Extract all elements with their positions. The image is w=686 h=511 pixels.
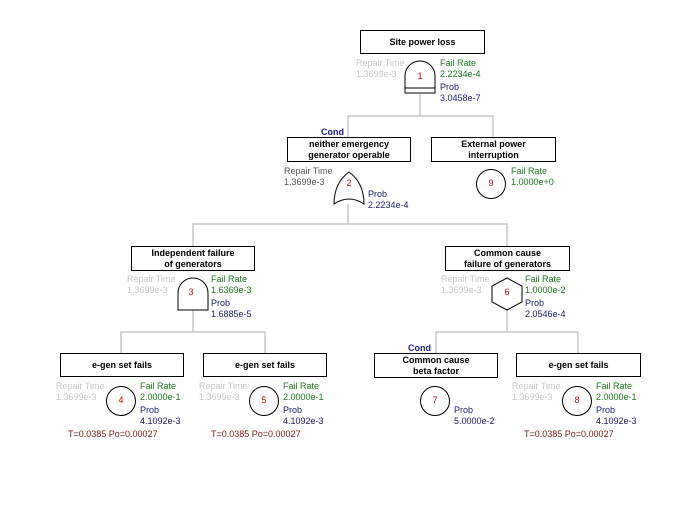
prob-value: 1.6885e-5 (211, 309, 252, 319)
event-title-line: Common cause (473, 247, 542, 258)
and-gate-icon[interactable] (402, 60, 438, 96)
prob-value: 4.1092e-3 (283, 416, 324, 426)
repair-time-label: Repair Time (284, 166, 333, 176)
event-id-number: 1 (417, 71, 423, 81)
fail-rate-label: Fail Rate (283, 381, 320, 391)
repair-time-value: 1.3699e-3 (56, 392, 97, 402)
repair-time-value: 1.3699e-3 (356, 69, 397, 79)
event-title-line: External power (461, 138, 526, 149)
repair-time-value: 1.3699e-3 (512, 392, 553, 402)
prob-label: Prob (596, 405, 616, 415)
prob-value: 2.0546e-4 (525, 309, 566, 319)
event-id-number: 4 (118, 395, 124, 405)
event-title-line: generator operable (308, 149, 390, 160)
event-box-external-power-interruption[interactable]: External power interruption (431, 137, 556, 162)
event-title-line: Independent failure (151, 247, 235, 258)
event-id-number: 9 (488, 178, 494, 188)
t-po-annotation: T=0.0385 Po=0.00027 (524, 429, 614, 439)
event-box-common-cause-failure[interactable]: Common cause failure of generators (445, 246, 570, 271)
prob-label: Prob (525, 298, 545, 308)
cond-label: Cond (321, 127, 344, 137)
fail-rate-label: Fail Rate (525, 274, 562, 284)
basic-event-circle-icon[interactable] (475, 168, 507, 200)
cond-label: Cond (408, 343, 431, 353)
event-box-e-gen-set-fails[interactable]: e-gen set fails (60, 353, 184, 377)
prob-label: Prob (440, 82, 460, 92)
event-title-line: Site power loss (389, 36, 456, 47)
basic-event-circle-icon[interactable] (248, 385, 280, 417)
event-title-line: e-gen set fails (548, 359, 609, 370)
event-title-line: Common cause (402, 354, 470, 365)
prob-value: 3.0458e-7 (440, 93, 481, 103)
repair-time-label: Repair Time (199, 381, 248, 391)
fail-rate-value: 2.2234e-4 (440, 69, 481, 79)
event-box-e-gen-set-fails[interactable]: e-gen set fails (516, 353, 641, 377)
event-title-line: interruption (468, 149, 519, 160)
event-title-line: e-gen set fails (91, 359, 153, 370)
repair-time-label: Repair Time (127, 274, 176, 284)
event-id-number: 8 (574, 395, 580, 405)
event-title-line: of generators (164, 258, 222, 269)
basic-event-circle-icon[interactable] (419, 385, 451, 417)
event-id-number: 5 (261, 395, 267, 405)
fail-rate-label: Fail Rate (596, 381, 633, 391)
repair-time-label: Repair Time (356, 58, 405, 68)
fail-rate-label: Fail Rate (211, 274, 248, 284)
fail-rate-label: Fail Rate (140, 381, 177, 391)
prob-label: Prob (454, 405, 474, 415)
or-gate-icon[interactable] (332, 169, 366, 207)
repair-time-label: Repair Time (56, 381, 105, 391)
repair-time-label: Repair Time (512, 381, 561, 391)
fail-rate-value: 2.0000e-1 (140, 392, 181, 402)
event-id-number: 7 (432, 395, 438, 405)
fail-rate-label: Fail Rate (440, 58, 477, 68)
prob-label: Prob (368, 189, 388, 199)
fail-rate-value: 2.0000e-1 (283, 392, 324, 402)
prob-value: 4.1092e-3 (596, 416, 637, 426)
repair-time-value: 1.3699e-3 (284, 177, 325, 187)
repair-time-value: 1.3699e-3 (199, 392, 240, 402)
prob-value: 4.1092e-3 (140, 416, 181, 426)
basic-event-circle-icon[interactable] (105, 385, 137, 417)
prob-value: 5.0000e-2 (454, 416, 495, 426)
prob-value: 2.2234e-4 (368, 200, 409, 210)
event-box-common-cause-beta-factor[interactable]: Common cause beta factor (374, 353, 498, 378)
fail-rate-value: 1.0000e+0 (511, 177, 554, 187)
t-po-annotation: T=0.0385 Po=0.00027 (211, 429, 301, 439)
event-box-e-gen-set-fails[interactable]: e-gen set fails (203, 353, 327, 377)
event-id-number: 6 (504, 287, 510, 297)
event-box-independent-failure[interactable]: Independent failure of generators (131, 246, 255, 271)
hexagon-gate-icon[interactable] (489, 276, 525, 312)
and-gate-icon[interactable] (175, 276, 211, 312)
event-box-neither-emergency-generator[interactable]: neither emergency generator operable (287, 137, 411, 162)
event-id-number: 3 (188, 287, 194, 297)
t-po-annotation: T=0.0385 Po=0.00027 (68, 429, 158, 439)
fail-rate-value: 1.0000e-2 (525, 285, 566, 295)
prob-label: Prob (211, 298, 231, 308)
prob-label: Prob (140, 405, 160, 415)
prob-label: Prob (283, 405, 303, 415)
fail-rate-label: Fail Rate (511, 166, 548, 176)
event-title-line: e-gen set fails (234, 359, 296, 370)
event-title-line: beta factor (412, 365, 459, 376)
fail-rate-value: 2.0000e-1 (596, 392, 637, 402)
event-title-line: failure of generators (463, 258, 552, 269)
basic-event-circle-icon[interactable] (561, 385, 593, 417)
repair-time-value: 1.3699e-3 (441, 285, 482, 295)
fail-rate-value: 1.6369e-3 (211, 285, 252, 295)
event-box-site-power-loss[interactable]: Site power loss (360, 30, 485, 54)
event-id-number: 2 (346, 178, 352, 188)
event-title-line: neither emergency (308, 138, 390, 149)
repair-time-label: Repair Time (441, 274, 490, 284)
repair-time-value: 1.3699e-3 (127, 285, 168, 295)
